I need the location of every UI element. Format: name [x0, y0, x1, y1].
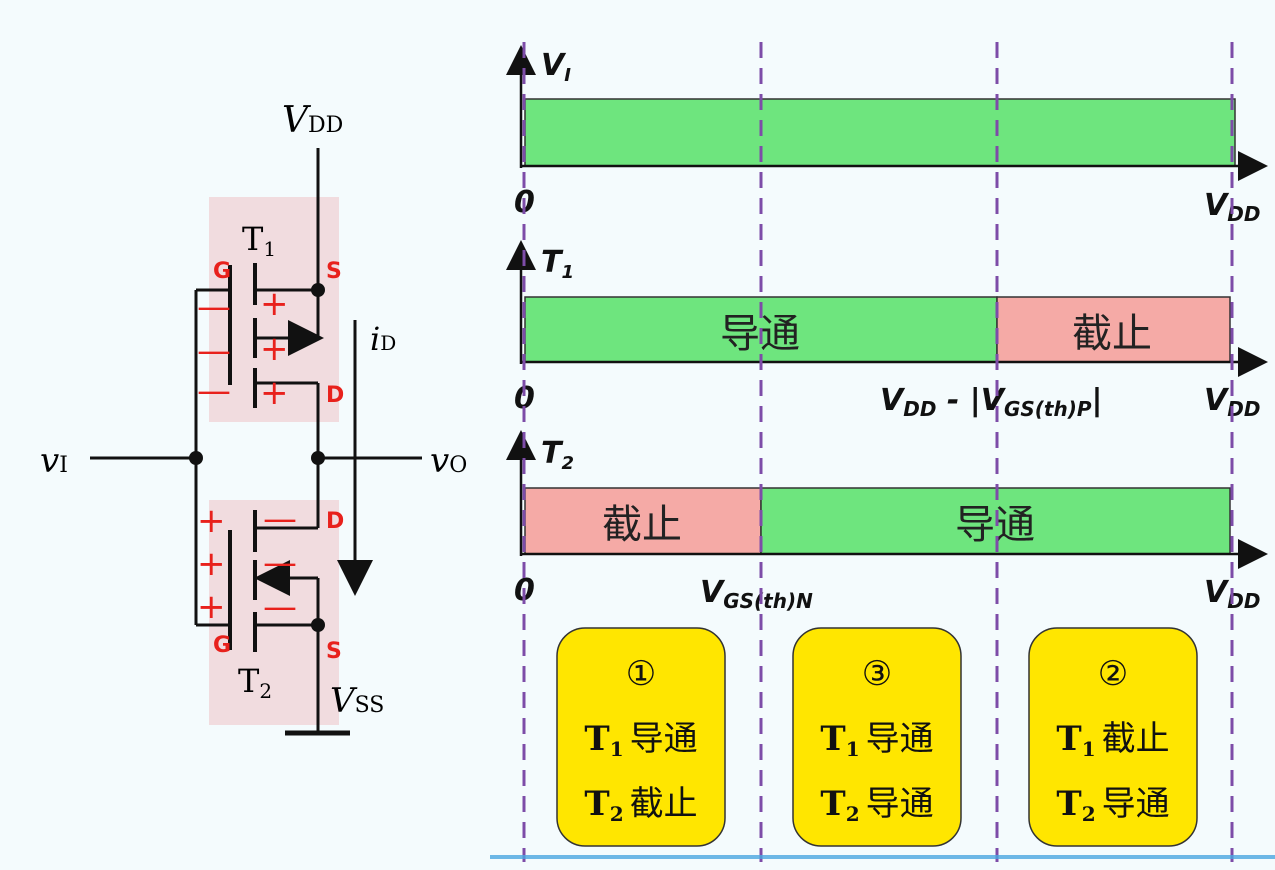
svg-text:③: ③: [862, 654, 892, 694]
t2-axis-label: T2: [541, 436, 574, 474]
dashed-guides: [522, 42, 1234, 862]
t1-g-pin: G: [213, 259, 231, 284]
t1-axis-label: T1: [541, 245, 574, 283]
vss-label: VSS: [330, 681, 384, 721]
vi-axis-label: VI: [541, 48, 571, 86]
svg-text:+: +: [260, 329, 289, 369]
svg-text:—: —: [263, 499, 297, 539]
t2-on-label: 导通: [955, 502, 1035, 548]
svg-text:+: +: [260, 284, 289, 324]
svg-text:+: +: [197, 587, 226, 627]
svg-text:+: +: [197, 501, 226, 541]
vo-label: vO: [430, 441, 467, 481]
t2-d-pin: D: [326, 509, 344, 534]
vi-bar: [524, 98, 1236, 167]
svg-text:—: —: [197, 331, 231, 371]
svg-text:+: +: [260, 373, 289, 413]
t2-g-pin: G: [213, 633, 231, 658]
id-label: iD: [370, 320, 396, 358]
svg-text:②: ②: [1098, 654, 1128, 694]
t2-label: T2: [238, 662, 272, 703]
vi-label: vI: [40, 441, 68, 481]
t1-d-pin: D: [326, 383, 344, 408]
vdd-label: VDD: [282, 100, 343, 141]
svg-text:—: —: [197, 371, 231, 411]
t1-s-pin: S: [326, 259, 342, 284]
t2-s-pin: S: [326, 639, 342, 664]
svg-text:+: +: [197, 544, 226, 584]
t1-label: T1: [242, 220, 276, 261]
svg-text:—: —: [197, 287, 231, 327]
axes: VI 0 VDD T1 0 VDD - |VGS(th)P| VDD T2 0 …: [506, 45, 1268, 613]
t1-off-bar: [996, 296, 1231, 363]
svg-text:—: —: [263, 587, 297, 627]
svg-text:①: ①: [626, 654, 656, 694]
vgs-th-n-label: VGS(th)N: [700, 575, 813, 613]
circuit: VDD T1 G S D — — — + + + vI vO: [40, 100, 467, 736]
axis2-origin: 0: [514, 381, 535, 416]
t1-off-label: 截止: [1072, 311, 1152, 357]
svg-text:—: —: [263, 543, 297, 583]
vgs-th-p-label: VDD - |VGS(th)P|: [880, 383, 1102, 421]
t2-off-label: 截止: [602, 502, 682, 548]
slide-accent-bar: [490, 855, 1275, 859]
